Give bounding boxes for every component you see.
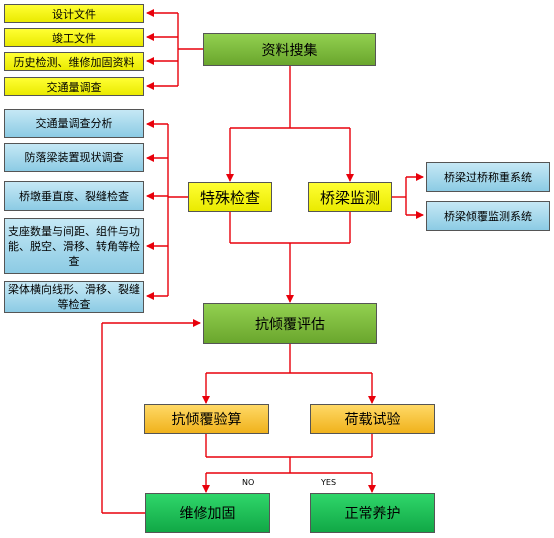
inspect-traffic-analysis: 交通量调查分析 <box>4 109 144 138</box>
special-check-node: 特殊检查 <box>188 182 272 212</box>
overturning-monitor-system: 桥梁倾覆监测系统 <box>426 201 550 231</box>
anti-overturning-evaluation-node: 抗倾覆评估 <box>203 303 377 344</box>
no-label: NO <box>242 478 255 487</box>
source-completion-docs: 竣工文件 <box>4 28 144 47</box>
inspect-anti-fall-device: 防落梁装置现状调查 <box>4 143 144 172</box>
inspect-girder-alignment: 梁体横向线形、滑移、裂缝等检查 <box>4 281 144 313</box>
inspect-pier-verticality: 桥墩垂直度、裂缝检查 <box>4 181 144 211</box>
bridge-monitoring-node: 桥梁监测 <box>308 182 392 212</box>
normal-maintenance-node: 正常养护 <box>310 493 435 533</box>
yes-label: YES <box>321 478 337 487</box>
inspect-bearings: 支座数量与间距、组件与功能、脱空、滑移、转角等检查 <box>4 218 144 274</box>
source-traffic-survey: 交通量调查 <box>4 77 144 96</box>
load-test-node: 荷载试验 <box>310 404 435 434</box>
weigh-in-motion-system: 桥梁过桥称重系统 <box>426 162 550 192</box>
overturning-calculation-node: 抗倾覆验算 <box>144 404 269 434</box>
data-collection-node: 资料搜集 <box>203 33 376 66</box>
source-design-docs: 设计文件 <box>4 4 144 23</box>
repair-reinforce-node: 维修加固 <box>145 493 270 533</box>
source-history-records: 历史检测、维修加固资料 <box>4 52 144 71</box>
